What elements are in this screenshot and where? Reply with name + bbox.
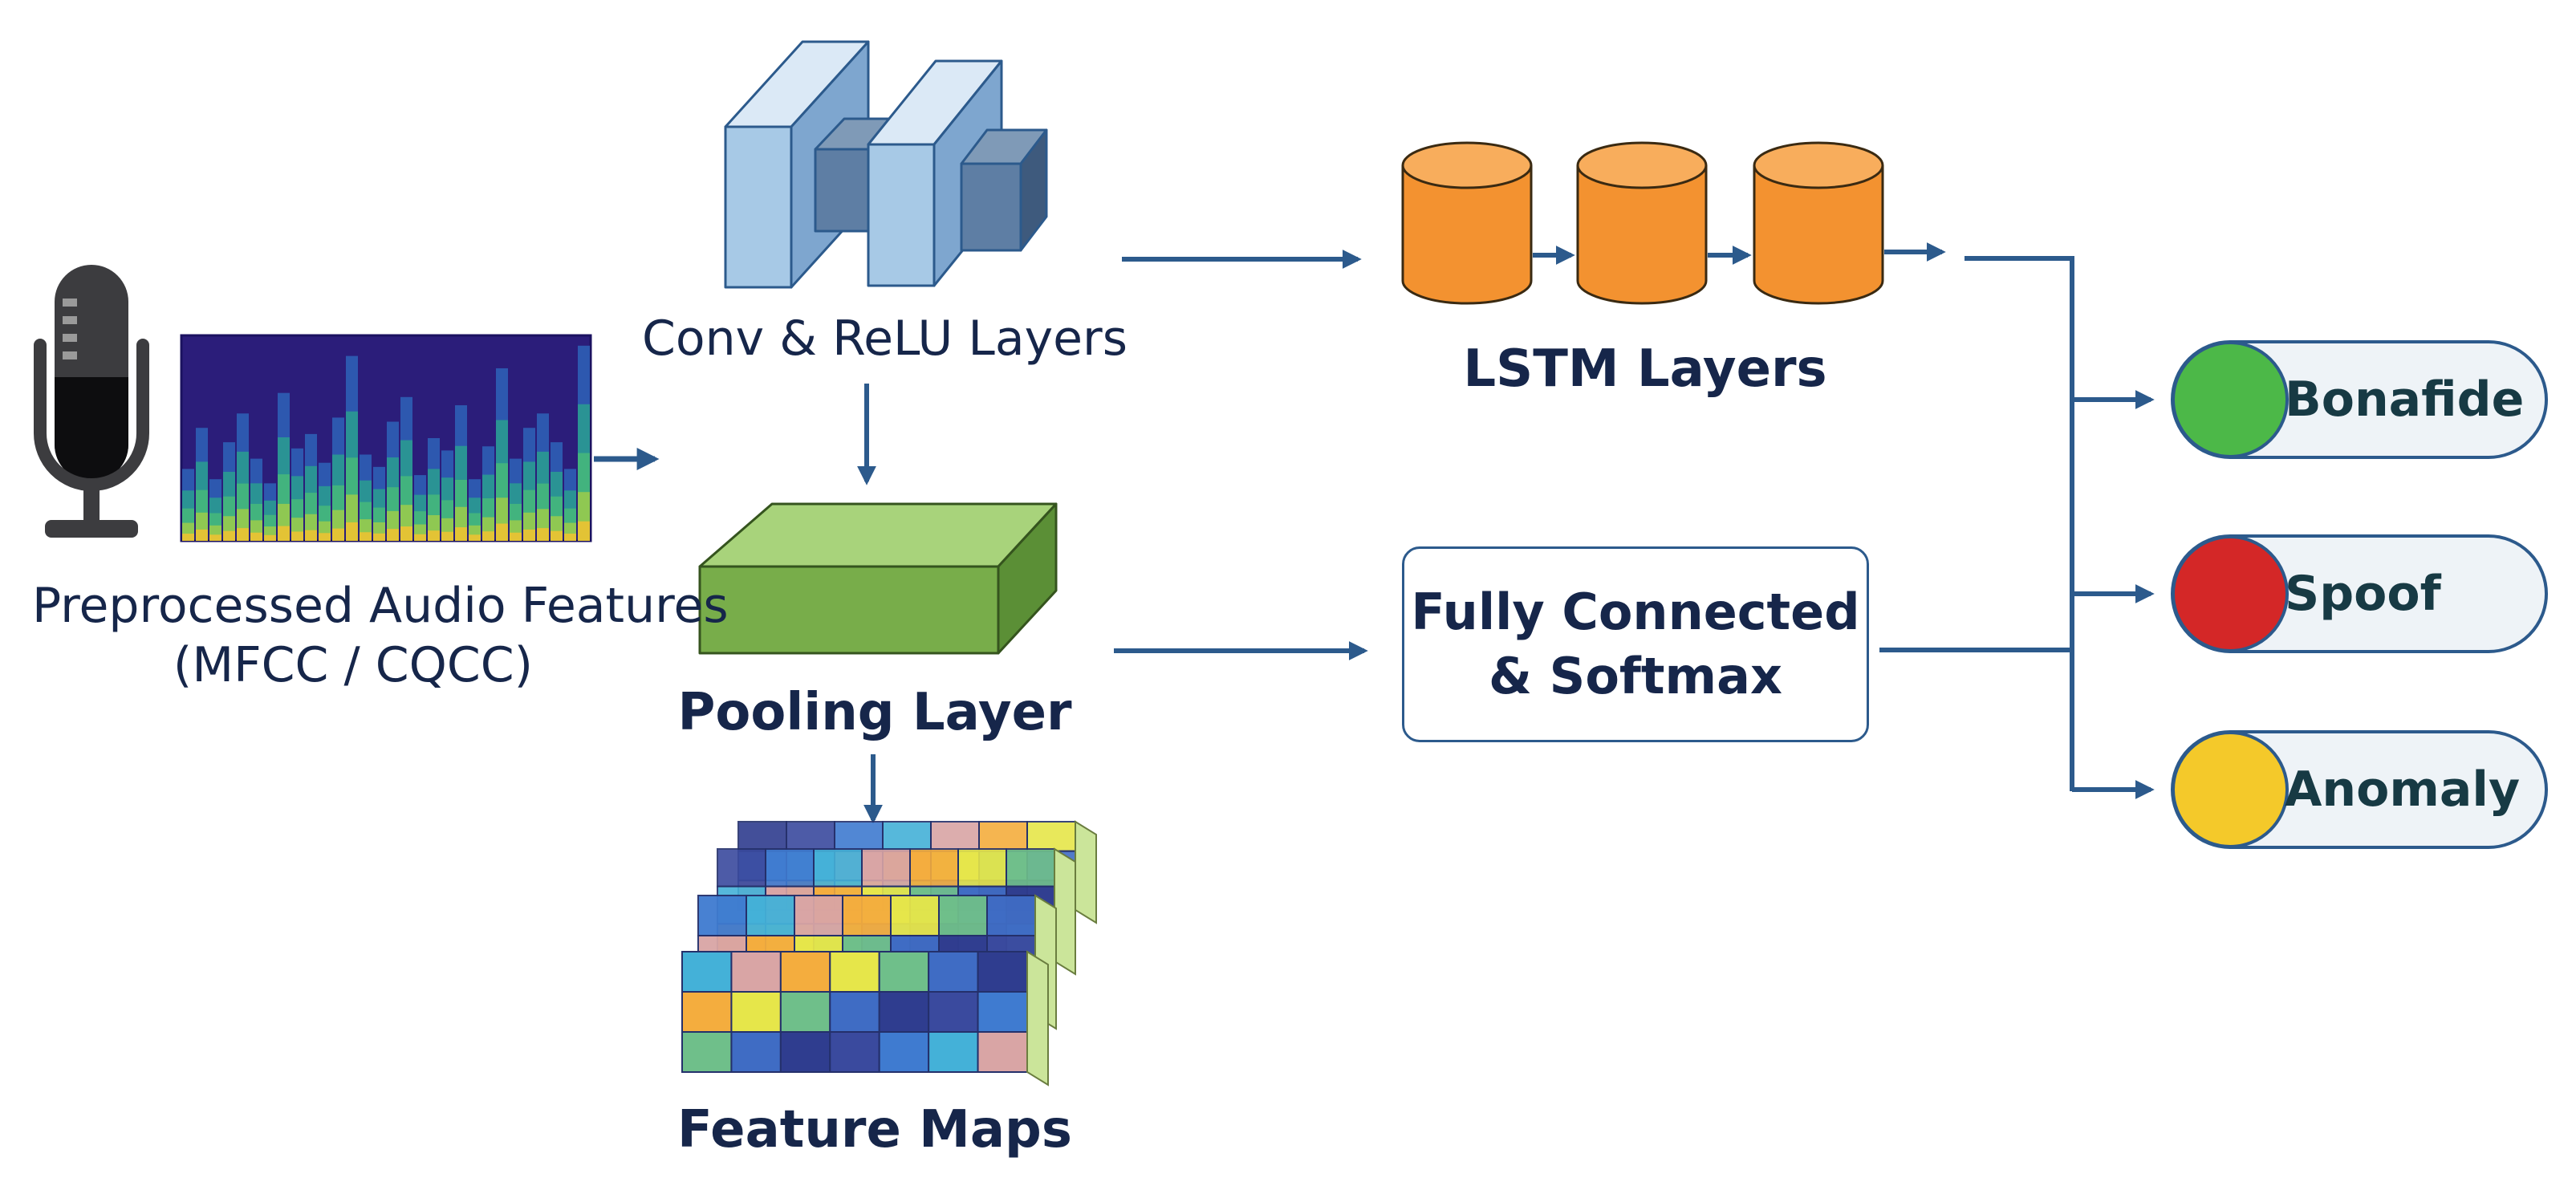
anomaly-label: Anomaly — [2285, 762, 2521, 818]
input-features-title: Preprocessed Audio Features — [32, 578, 729, 634]
anomaly-indicator-icon — [2172, 731, 2289, 848]
spoof-indicator-icon — [2172, 535, 2289, 652]
conv-block-icon — [724, 40, 1048, 289]
pooling-block-icon — [698, 502, 1058, 655]
bonafide-indicator-icon — [2172, 341, 2289, 458]
input-features-label: Preprocessed Audio Features (MFCC / CQCC… — [32, 576, 729, 695]
microphone-icon — [34, 265, 149, 538]
bonafide-label: Bonafide — [2285, 372, 2525, 428]
fully-connected-softmax-label: Fully Connected & Softmax — [1411, 583, 1860, 705]
lstm-cell-icon — [1401, 141, 1533, 305]
lstm-cell-icon — [1753, 141, 1884, 305]
pooling-layer-label: Pooling Layer — [677, 683, 1072, 742]
fully-connected-softmax-box: Fully Connected & Softmax — [1402, 546, 1869, 742]
output-connectors — [1879, 256, 2074, 791]
feature-maps-label: Feature Maps — [677, 1100, 1072, 1160]
output-spoof: Spoof — [2171, 534, 2548, 653]
spectrogram-image — [180, 334, 592, 542]
lstm-cell-icon — [1576, 141, 1708, 305]
output-bonafide: Bonafide — [2171, 340, 2548, 459]
lstm-layers-label: LSTM Layers — [1463, 339, 1827, 399]
feature-maps-icon — [681, 820, 1097, 1086]
spoof-label: Spoof — [2285, 566, 2441, 622]
input-features-subtitle: (MFCC / CQCC) — [173, 637, 534, 693]
output-anomaly: Anomaly — [2171, 730, 2548, 849]
conv-layers-label: Conv & ReLU Layers — [642, 311, 1128, 367]
